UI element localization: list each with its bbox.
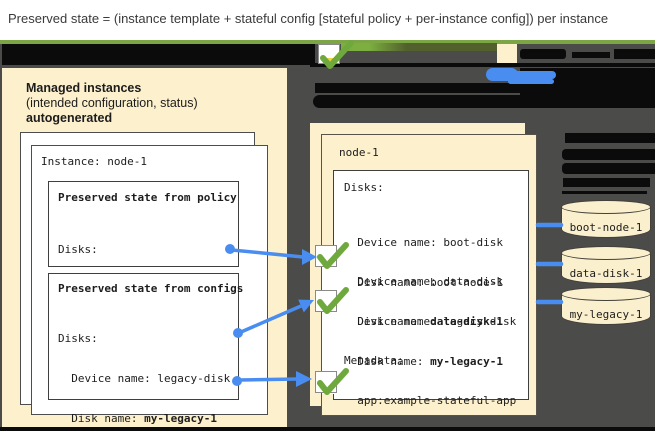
- disk-cylinder-boot: boot-node-1: [561, 200, 651, 238]
- device-name-line: Device name: legacy-disk: [58, 372, 231, 386]
- panel-heading: Managed instances: [26, 81, 142, 95]
- disk-name-value: my-legacy-1: [144, 412, 217, 426]
- redaction-bar: [2, 44, 315, 65]
- redaction-bar: [614, 49, 655, 59]
- legacy-disk-checkbox: [315, 287, 349, 314]
- redaction-bar: [310, 63, 655, 67]
- redaction-bar: [562, 149, 655, 160]
- metadata-checkbox: [315, 368, 349, 395]
- checkbox-rail: [322, 247, 338, 394]
- bottom-redaction-strip: [0, 427, 655, 431]
- check-icon: [317, 368, 349, 395]
- per-instance-config-legend-box: [497, 44, 517, 63]
- blue-scribble: [496, 71, 556, 79]
- vm-title: node-1: [339, 146, 379, 159]
- disks-label: Disks:: [58, 331, 98, 345]
- configs-box-title: Preserved state from configs: [58, 282, 244, 295]
- connector-dot: [225, 244, 235, 254]
- legacy-device-line: Device name: legacy-disk: [344, 314, 517, 328]
- policy-box-title: Preserved state from policy: [58, 191, 237, 204]
- yellow-highlight: [323, 58, 337, 61]
- redaction-bar: [520, 49, 566, 59]
- data-disk-checkbox: [315, 242, 349, 269]
- disks-label: Disks:: [58, 242, 98, 256]
- title-bar: Preserved state = (instance template + s…: [0, 0, 655, 40]
- disk-cylinder-legacy: my-legacy-1: [561, 287, 651, 325]
- metadata-label: Metadata:: [344, 353, 404, 367]
- disks-label: Disks:: [344, 181, 384, 194]
- disk-cylinder-data: data-disk-1: [561, 246, 651, 284]
- configs-state-box: Preserved state from configs Disks: Devi…: [48, 273, 243, 425]
- green-divider-line: [0, 40, 655, 44]
- disk-label: boot-node-1: [569, 221, 643, 234]
- cylinder-top: [561, 200, 651, 214]
- top-checkbox: [318, 40, 354, 69]
- check-icon: [320, 40, 354, 69]
- redaction-bar: [315, 83, 599, 93]
- disk-name-line: Disk name: my-legacy-1: [58, 412, 217, 426]
- disk-name-value: data-disk-1: [430, 315, 503, 329]
- redaction-bar: [562, 191, 647, 194]
- panel-heading-autogenerated: autogenerated: [26, 111, 113, 125]
- check-icon: [317, 242, 349, 269]
- redaction-bar: [563, 178, 650, 187]
- metadata-app-line: app:example-stateful-app: [344, 394, 517, 408]
- redaction-bar: [313, 95, 655, 108]
- cylinder-top: [561, 246, 651, 260]
- data-device-line: Device name: data-disk: [344, 274, 503, 288]
- redaction-bar: [565, 133, 655, 143]
- connector-dot: [232, 376, 242, 386]
- green-arrow-shaft: [341, 43, 497, 51]
- diagram-title: Preserved state = (instance template + s…: [8, 11, 609, 26]
- cylinder-top: [561, 287, 651, 301]
- disk-label: data-disk-1: [569, 267, 643, 280]
- redaction-bar: [572, 52, 610, 58]
- blue-scribble: [508, 79, 554, 84]
- disk-label: my-legacy-1: [569, 308, 643, 321]
- instance-title: Instance: node-1: [41, 155, 147, 168]
- boot-disk-line: Disk name: boot-node-1: [344, 276, 503, 290]
- policy-state-box: Preserved state from policy Disks: Devic…: [48, 181, 239, 336]
- boot-device-line: Device name: boot-disk: [344, 235, 503, 249]
- redaction-bar: [562, 163, 655, 174]
- connector-dot: [233, 328, 243, 338]
- disk-name-value: my-legacy-1: [430, 355, 503, 369]
- legacy-disk-line: Disk name: my-legacy-1: [344, 355, 503, 369]
- data-disk-line: Disk name: data-disk-1: [344, 315, 503, 329]
- panel-subheading: (intended configuration, status): [26, 96, 198, 110]
- check-icon: [317, 287, 349, 314]
